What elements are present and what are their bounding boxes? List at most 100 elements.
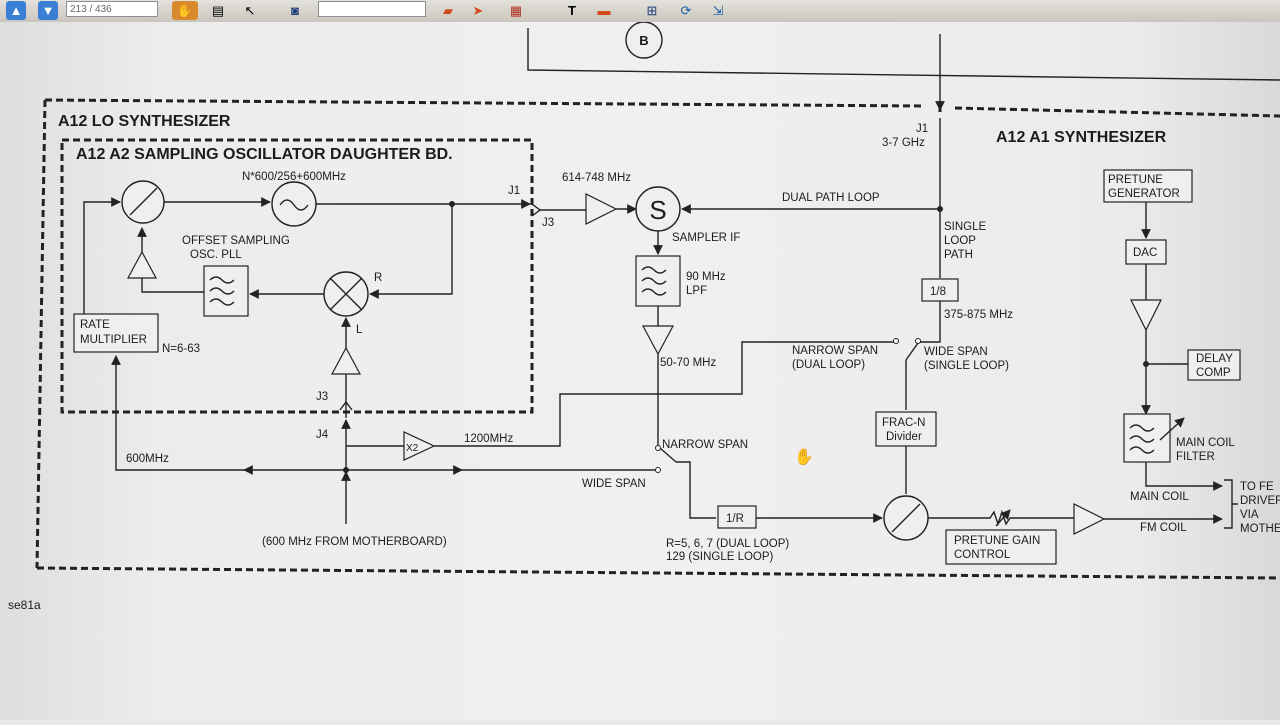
offset-pll-label-1: OFFSET SAMPLING [182,235,290,247]
lpf-label-1: 90 MHz [686,271,726,283]
j3-low-label: J3 [316,391,328,403]
binoculars-icon[interactable]: ◙ [291,3,299,18]
fit-page-icon[interactable]: ⇲ [712,2,724,18]
pretune-gain-box [945,529,1057,565]
sampler-label: S [649,195,666,225]
up-arrow-icon[interactable]: ▲ [6,1,26,20]
j3-chevron [339,400,353,411]
span-switch-arm [659,447,677,463]
filter-to-amp-wire [141,278,204,293]
single-loop-label-3: PATH [944,249,973,261]
freq-614-label: 614-748 MHz [562,172,631,184]
fm-coil-label: FM COIL [1140,522,1187,534]
j4-label: J4 [316,429,329,441]
fm-coil-amp-triangle [1073,503,1106,535]
lpf-waves [641,266,667,296]
if-amp-triangle [641,325,675,356]
lpf-box [635,255,681,307]
lo-amp-triangle [330,346,362,375]
loop-switch-arm [905,342,919,361]
down-arrow-icon[interactable]: ▼ [38,1,58,20]
rate-multiplier-label-1: RATE [80,319,110,331]
lpf-label-2: LPF [686,285,707,297]
freq-3-7-label: 3-7 GHz [882,137,925,149]
to-fe-bracket [1224,479,1238,529]
frac-n-label-2: Divider [886,431,922,443]
rate-multiplier-box [73,313,159,353]
main-coil-amp-triangle [1130,299,1162,332]
rotate-icon[interactable]: ⟳ [680,2,692,18]
hand-tool-icon[interactable]: ✋ [172,1,198,20]
pretune-generator-box [1103,169,1193,203]
main-coil-wire [1145,462,1223,491]
1200mhz-wire [434,341,896,447]
page-number-input[interactable]: 213 / 436 [66,1,158,17]
open-folder-icon[interactable]: ▰ [443,2,453,18]
main-coil-filter-label-2: FILTER [1176,451,1215,463]
zoom-icon[interactable]: ⊞ [646,2,658,18]
lo-synthesizer-outline [35,98,1280,580]
div8-to-switch-wire [920,301,941,343]
daughter-board-title: A12 A2 SAMPLING OSCILLATOR DAUGHTER BD. [76,146,453,163]
note-icon[interactable]: ▬ [597,3,611,18]
pretune-generator-label-1: PRETUNE [1108,174,1163,186]
text-tool-icon[interactable]: T [568,3,576,18]
hand-cursor-icon: ✋ [794,447,814,466]
narrow-dual-label-1: NARROW SPAN [792,345,878,357]
freq-375-label: 375-875 MHz [944,309,1013,321]
document-page[interactable]: B A12 LO SYNTHESIZER A12 A2 SAMPLING OSC… [0,21,1280,720]
main-coil-filter-waves [1129,424,1155,454]
dac-label: DAC [1133,247,1157,259]
narrow-dual-contact [893,338,899,344]
vco-feedback-wire [369,204,453,299]
j1-junction-dot [937,206,943,212]
figure-id-label: se81a [8,598,41,612]
rate-multiplier-label-2: MULTIPLIER [80,334,147,346]
to-fe-label-4: MOTHER [1240,523,1280,535]
top-bus-wire [527,28,1280,81]
j3-mid-label: J3 [542,217,554,229]
pll-filter-box [203,265,249,317]
vco-sine [279,199,309,211]
rate-mult-to-pd-wire [83,197,121,314]
block-diagram: B A12 LO SYNTHESIZER A12 A2 SAMPLING OSC… [8,21,1280,612]
narrow-span-label: NARROW SPAN [662,439,748,451]
n-range-label: N=6-63 [162,343,200,355]
freq-1200-label: 1200MHz [464,433,513,445]
sampler-if-label: SAMPLER IF [672,232,740,244]
page-view-icon[interactable]: ▤ [211,2,225,18]
connector-b-label: B [639,33,648,48]
j1-left-label: J1 [508,185,520,197]
search-input[interactable] [318,1,426,17]
delay-comp-box [1187,349,1241,381]
to-fe-label-2: DRIVER [1240,495,1280,507]
motherboard-label: (600 MHz FROM MOTHERBOARD) [262,536,447,548]
wide-single-label-1: WIDE SPAN [924,346,988,358]
wide-span-contact [655,467,661,473]
divide-r-box [717,505,757,529]
connector-b [625,21,663,59]
frac-n-label-1: FRAC-N [882,417,925,429]
ref-to-rate-mult-wire [111,355,244,471]
export-icon[interactable]: ▦ [509,2,523,18]
filter-adjust-arrow [1159,417,1185,441]
select-arrow-icon[interactable]: ↖ [244,2,256,18]
delay-comp-label-2: COMP [1196,367,1231,379]
switch-to-divr-wire [676,461,716,519]
forward-icon[interactable]: ➤ [472,2,484,18]
viewer-toolbar: ▲ ▼ 213 / 436 ✋ ▤ ↖ ◙ ▰ ➤ ▦ T ▬ ⊞ ⟳ ⇲ [0,0,1280,23]
pll-filter-waves [209,276,235,306]
wide-single-label-2: (SINGLE LOOP) [924,360,1009,372]
main-coil-label: MAIN COIL [1130,491,1189,503]
divide-8-label: 1/8 [930,286,946,298]
freq-600-label: 600MHz [126,453,169,465]
dual-path-label: DUAL PATH LOOP [782,192,880,204]
freq-50-70-label: 50-70 MHz [660,357,716,369]
mixer-x [329,277,363,311]
doubler-triangle [403,431,436,461]
pretune-gain-resistor [928,509,1074,527]
sampler-amp-triangle [585,193,618,225]
divide-r-label: 1/R [726,513,744,525]
n-formula-label: N*600/256+600MHz [242,171,346,183]
phase-detector-slash [129,187,158,216]
